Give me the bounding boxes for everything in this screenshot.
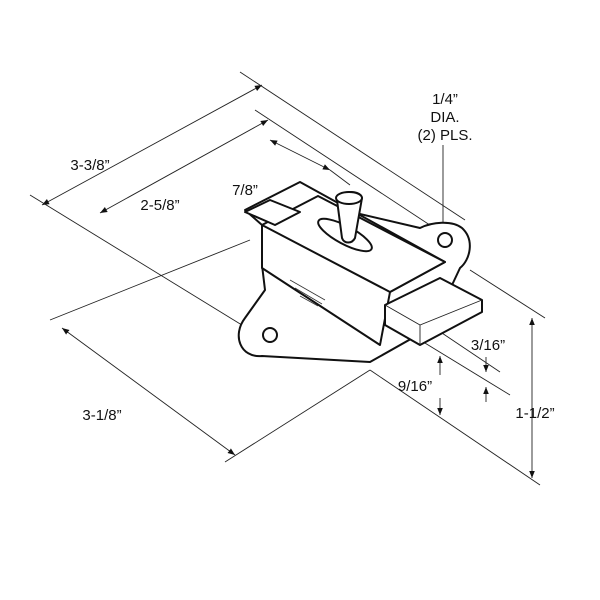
hole-label-size: 1/4” bbox=[432, 91, 458, 108]
dim-3-1-8-line bbox=[61, 327, 236, 456]
dimension-lines bbox=[29, 71, 546, 486]
dim-label-bolt-height: 9/16” bbox=[398, 378, 432, 395]
dim-label-overall-length: 3-3/8” bbox=[70, 157, 109, 174]
extension-line bbox=[369, 369, 541, 486]
latch-part bbox=[237, 181, 483, 363]
dim-label-overall-height: 1-1/2” bbox=[515, 405, 554, 422]
extension-line bbox=[254, 109, 446, 236]
mounting-hole-left bbox=[262, 327, 278, 343]
dim-label-base-length: 3-1/8” bbox=[82, 407, 121, 424]
extension-line bbox=[469, 269, 546, 319]
bolt-edges bbox=[384, 299, 483, 345]
slide-bolt bbox=[384, 277, 483, 346]
mounting-hole-right bbox=[437, 232, 453, 248]
extension-line bbox=[329, 169, 351, 186]
extension-line bbox=[49, 239, 251, 321]
dim-label-slot-length: 7/8” bbox=[232, 182, 258, 199]
dim-3-3-8-line bbox=[41, 84, 263, 206]
dim-label-bolt-thickness: 3/16” bbox=[471, 337, 505, 354]
hole-label-dia: DIA. bbox=[430, 109, 459, 126]
extension-line bbox=[419, 339, 511, 396]
dim-2-5-8-line bbox=[99, 119, 269, 214]
extension-line bbox=[29, 194, 251, 331]
bolt-end bbox=[244, 199, 301, 226]
dim-7-8-line bbox=[269, 139, 331, 171]
dim-label-hole-spacing: 2-5/8” bbox=[140, 197, 179, 214]
extension-line bbox=[224, 369, 371, 463]
hole-label-count: (2) PLS. bbox=[417, 127, 472, 144]
knob-top bbox=[335, 191, 363, 205]
extension-line bbox=[239, 71, 466, 221]
